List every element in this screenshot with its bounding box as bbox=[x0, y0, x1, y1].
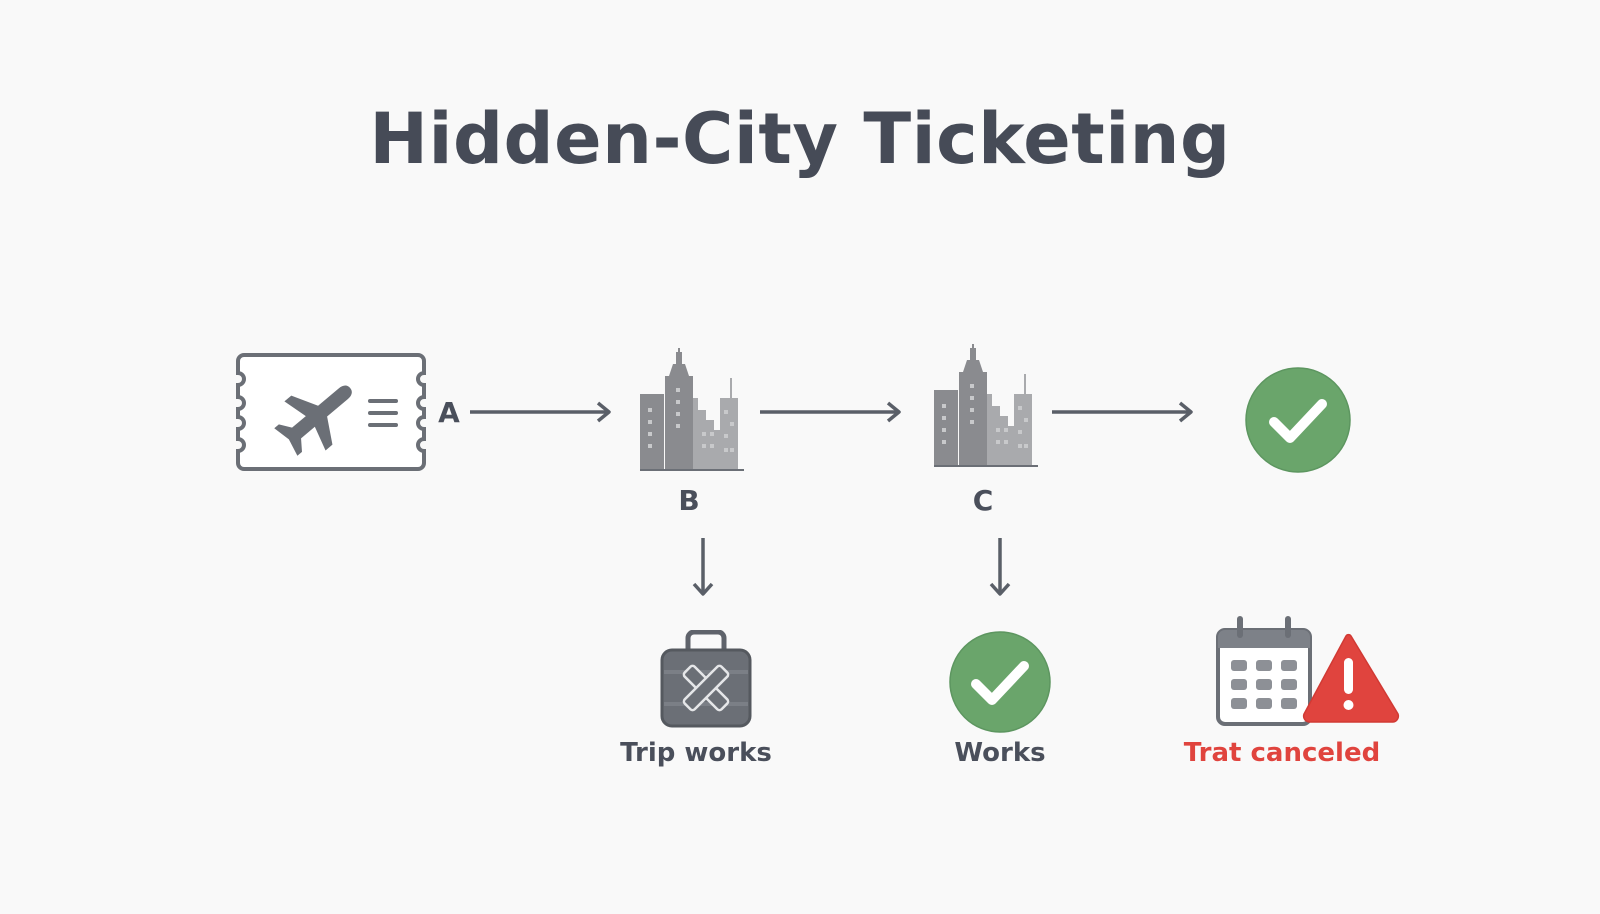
diagram-title: Hidden-City Ticketing bbox=[369, 98, 1231, 180]
arrow-down-icon bbox=[690, 538, 716, 600]
city-skyline-icon bbox=[640, 348, 744, 472]
check-circle-icon bbox=[948, 630, 1052, 734]
node-label-c: C bbox=[972, 484, 994, 517]
outcome-text: Trat canceled bbox=[1183, 738, 1381, 768]
arrow-right-icon bbox=[758, 400, 906, 424]
outcome-label-trat-canceled: Trat canceled bbox=[1182, 738, 1382, 768]
node-label-b: B bbox=[678, 484, 700, 517]
arrow-right-icon bbox=[468, 400, 616, 424]
arrow-down-icon bbox=[987, 538, 1013, 600]
check-circle-icon bbox=[1244, 366, 1352, 474]
calendar-warning-icon bbox=[1215, 610, 1405, 734]
outcome-label-works: Works bbox=[900, 738, 1100, 768]
plane-ticket-icon bbox=[236, 353, 426, 471]
node-label-a: A bbox=[438, 396, 460, 429]
outcome-text: Works bbox=[954, 738, 1046, 768]
outcome-label-trip-works: Trip works bbox=[596, 738, 796, 768]
outcome-text: Trip works bbox=[620, 738, 772, 768]
city-skyline-icon bbox=[934, 344, 1038, 468]
luggage-x-icon bbox=[660, 630, 752, 728]
arrow-right-icon bbox=[1050, 400, 1198, 424]
